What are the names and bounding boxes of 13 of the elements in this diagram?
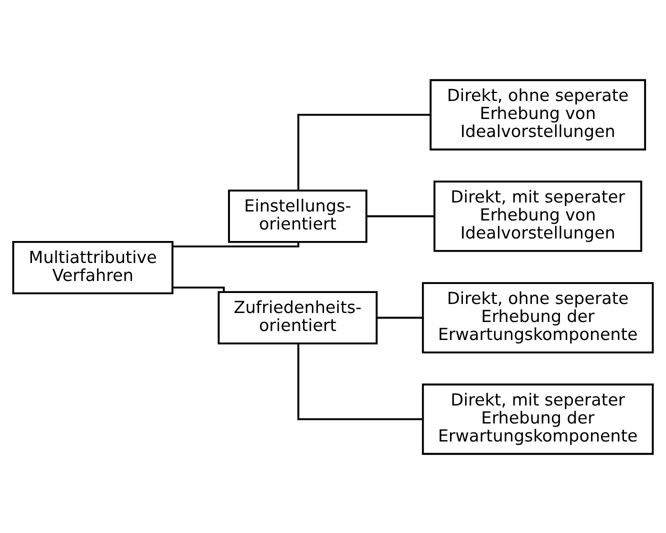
node-box: Direkt, mit seperater Erhebung von Idealvorstellungen <box>434 180 642 252</box>
node-box: Multiattributive Verfahren <box>12 240 174 294</box>
node-box: Direkt, ohne seperate Erhebung von Idealvorstellungen <box>430 78 646 150</box>
node-box: Direkt, mit seperater Erhebung der Erwartungskomponente <box>422 383 654 454</box>
node-box: Einstellungs- orientiert <box>228 189 368 242</box>
connector <box>366 214 434 217</box>
connector <box>172 242 300 247</box>
node-box: Zufriedenheits- orientiert <box>218 290 378 344</box>
connector <box>172 286 225 292</box>
connector <box>297 113 430 190</box>
connector <box>376 316 423 318</box>
node-box: Direkt, ohne seperate Erhebung der Erwartungskomponente <box>422 282 654 353</box>
connector <box>297 343 423 420</box>
